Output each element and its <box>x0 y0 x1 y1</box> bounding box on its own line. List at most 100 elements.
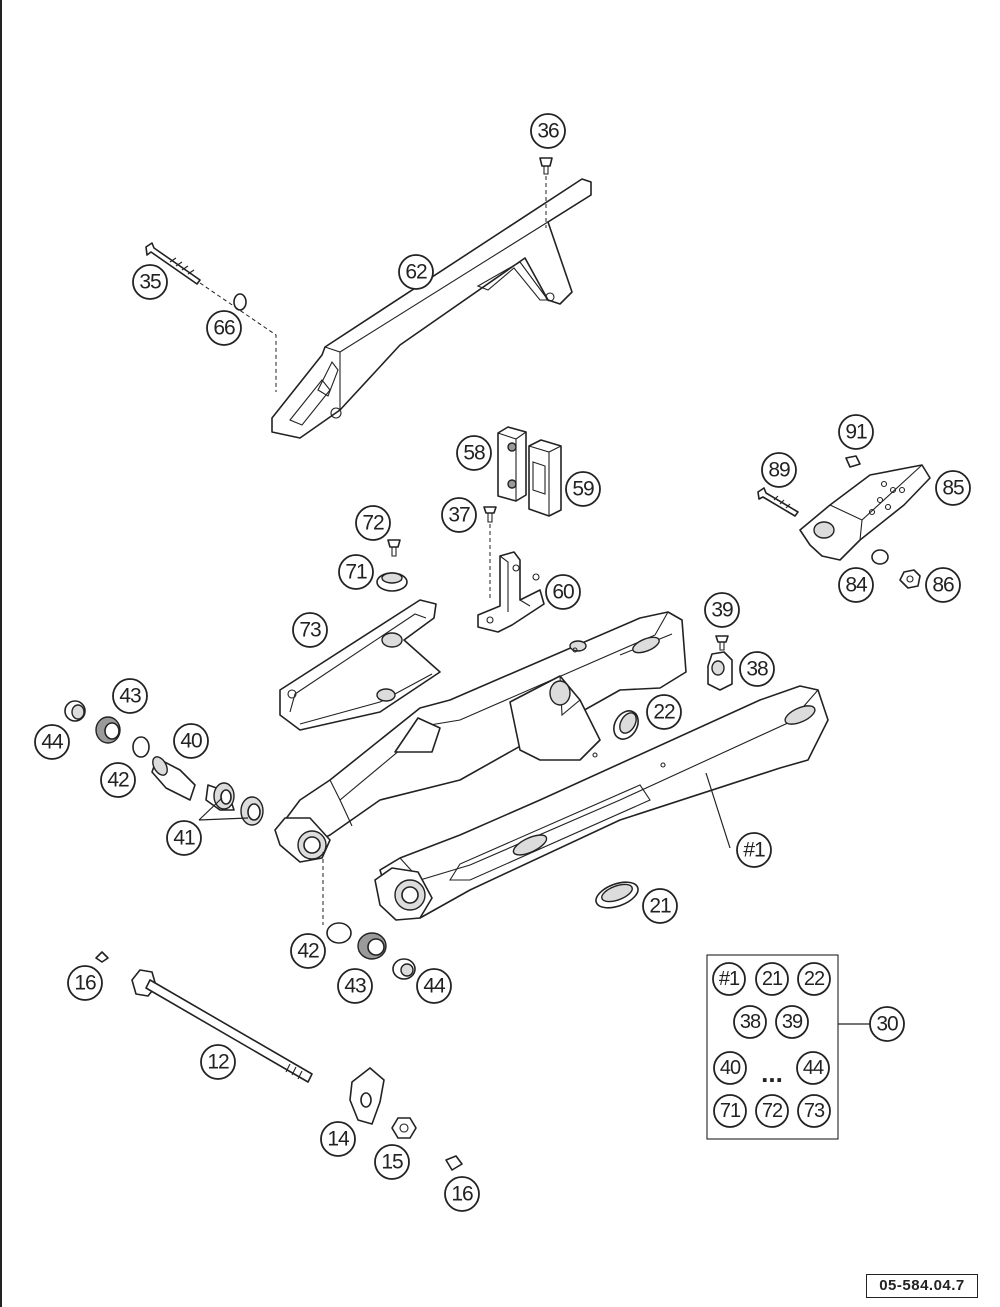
washer-42-upper <box>132 736 150 758</box>
svg-text:39: 39 <box>711 599 733 622</box>
bracket-60 <box>477 551 545 633</box>
plug-22 <box>613 710 639 740</box>
screw-37 <box>483 506 497 523</box>
svg-text:43: 43 <box>119 685 141 708</box>
svg-text:44: 44 <box>803 1057 824 1079</box>
callout-85: 85 <box>935 470 971 506</box>
svg-text:21: 21 <box>762 968 783 990</box>
callout-39: 39 <box>704 592 740 628</box>
cap-16-right <box>445 1155 463 1171</box>
svg-text:22: 22 <box>653 701 675 724</box>
swingarm-1 <box>274 611 829 921</box>
callout-44-lower: 44 <box>416 968 452 1004</box>
sleeve-40 <box>151 756 196 801</box>
callout-36: 36 <box>530 113 566 149</box>
svg-text:39: 39 <box>782 1011 803 1033</box>
page-border-left <box>0 0 2 1307</box>
svg-text:22: 22 <box>804 968 825 990</box>
chain-adjuster-14 <box>349 1067 385 1125</box>
svg-text:14: 14 <box>327 1128 350 1151</box>
kit-item-73: 73 <box>797 1094 831 1128</box>
svg-text:16: 16 <box>74 972 96 995</box>
seal-44-lower <box>392 958 416 980</box>
callout-35: 35 <box>132 264 168 300</box>
chain-guide-85 <box>799 464 931 561</box>
clamp-59 <box>528 439 562 517</box>
svg-text:58: 58 <box>463 442 485 465</box>
svg-text:42: 42 <box>297 940 319 963</box>
kit-item-39: 39 <box>775 1005 809 1039</box>
kit-item-40: 40 <box>713 1051 747 1085</box>
svg-text:40: 40 <box>180 730 202 753</box>
callout-84: 84 <box>838 567 874 603</box>
nut-15 <box>391 1117 417 1139</box>
svg-text:66: 66 <box>213 317 235 340</box>
callout-71: 71 <box>338 554 374 590</box>
kit-item-38: 38 <box>733 1005 767 1039</box>
kit-ellipsis: ... <box>761 1058 783 1088</box>
svg-text:42: 42 <box>107 769 129 792</box>
bolt-35 <box>145 242 201 285</box>
kit-item-22: 22 <box>797 962 831 996</box>
svg-text:#1: #1 <box>743 839 765 862</box>
svg-text:38: 38 <box>740 1011 761 1033</box>
svg-text:91: 91 <box>845 421 867 444</box>
callout-58: 58 <box>456 435 492 471</box>
svg-text:#1: #1 <box>719 968 740 990</box>
svg-text:59: 59 <box>572 478 594 501</box>
svg-text:35: 35 <box>139 271 161 294</box>
screw-91 <box>845 455 861 468</box>
callout-12: 12 <box>200 1044 236 1080</box>
needle-bearing-41b <box>240 796 264 826</box>
callout-40: 40 <box>173 723 209 759</box>
callout-73: 73 <box>292 612 328 648</box>
svg-text:73: 73 <box>804 1100 825 1122</box>
svg-text:62: 62 <box>405 261 427 284</box>
callout-43-upper: 43 <box>112 678 148 714</box>
kit-item-21: 21 <box>755 962 789 996</box>
svg-text:16: 16 <box>451 1183 473 1206</box>
callout-66: 66 <box>206 310 242 346</box>
washer-84 <box>871 549 889 565</box>
kit-item-72: 72 <box>755 1094 789 1128</box>
callout-1: #1 <box>736 832 772 868</box>
seal-43-lower <box>357 932 387 960</box>
adjuster-38 <box>707 651 733 691</box>
plug-21 <box>595 881 639 909</box>
svg-text:30: 30 <box>876 1013 898 1036</box>
svg-text:37: 37 <box>448 504 470 527</box>
svg-text:15: 15 <box>381 1151 403 1174</box>
chain-guard-62 <box>271 178 592 439</box>
callout-62: 62 <box>398 254 434 290</box>
svg-text:43: 43 <box>344 975 366 998</box>
cap-71 <box>376 572 408 592</box>
callout-16-right: 16 <box>444 1176 480 1212</box>
callout-42-lower: 42 <box>290 933 326 969</box>
callout-86: 86 <box>925 567 961 603</box>
seal-43-upper <box>95 716 121 744</box>
callout-21: 21 <box>642 888 678 924</box>
callout-22: 22 <box>646 694 682 730</box>
callout-16-left: 16 <box>67 965 103 1001</box>
kit-item-44: 44 <box>796 1051 830 1085</box>
svg-text:71: 71 <box>345 561 367 584</box>
svg-text:44: 44 <box>423 975 446 998</box>
svg-text:89: 89 <box>768 459 790 482</box>
svg-text:84: 84 <box>845 574 868 597</box>
svg-text:86: 86 <box>932 574 954 597</box>
svg-text:44: 44 <box>41 731 64 754</box>
washer-66 <box>233 293 247 311</box>
washer-42-lower <box>326 922 352 944</box>
screw-39 <box>715 635 729 651</box>
chain-slider-73 <box>279 599 441 731</box>
callout-59: 59 <box>565 471 601 507</box>
nut-86 <box>899 569 921 589</box>
svg-text:85: 85 <box>942 477 964 500</box>
svg-text:72: 72 <box>362 512 384 535</box>
clamp-58 <box>497 426 527 502</box>
callout-41: 41 <box>166 820 202 856</box>
kit-box <box>706 954 839 1140</box>
drawing-number: 05-584.04.7 <box>866 1274 978 1298</box>
kit-item-1: #1 <box>712 962 746 996</box>
